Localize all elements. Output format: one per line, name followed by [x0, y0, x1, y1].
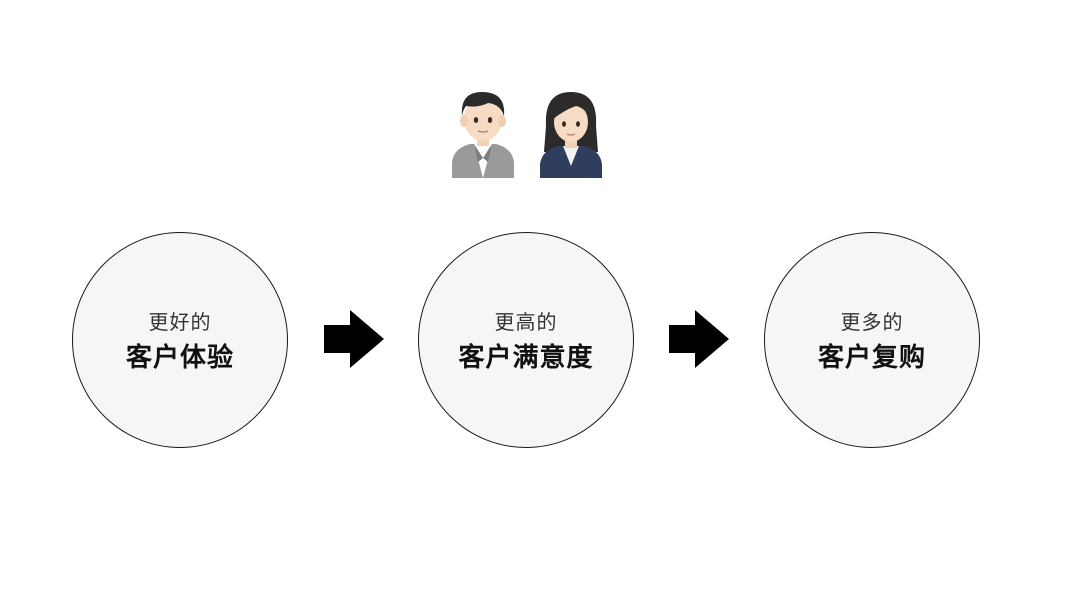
people-illustration: [448, 86, 608, 178]
step-2-subtitle: 更高的: [494, 310, 558, 334]
businesswoman-icon: [536, 86, 606, 178]
step-2-title: 客户满意度: [458, 343, 594, 373]
step-1-subtitle: 更好的: [148, 310, 212, 334]
right-arrow-icon: [669, 310, 729, 368]
step-3-title: 客户复购: [817, 343, 926, 373]
step-circle-1: 更好的 客户体验: [72, 232, 288, 448]
step-circle-2: 更高的 客户满意度: [418, 232, 634, 448]
step-3-subtitle: 更多的: [840, 310, 904, 334]
right-arrow-icon: [324, 310, 384, 368]
step-circle-3: 更多的 客户复购: [764, 232, 980, 448]
businessman-icon: [448, 86, 518, 178]
step-1-title: 客户体验: [125, 343, 234, 373]
